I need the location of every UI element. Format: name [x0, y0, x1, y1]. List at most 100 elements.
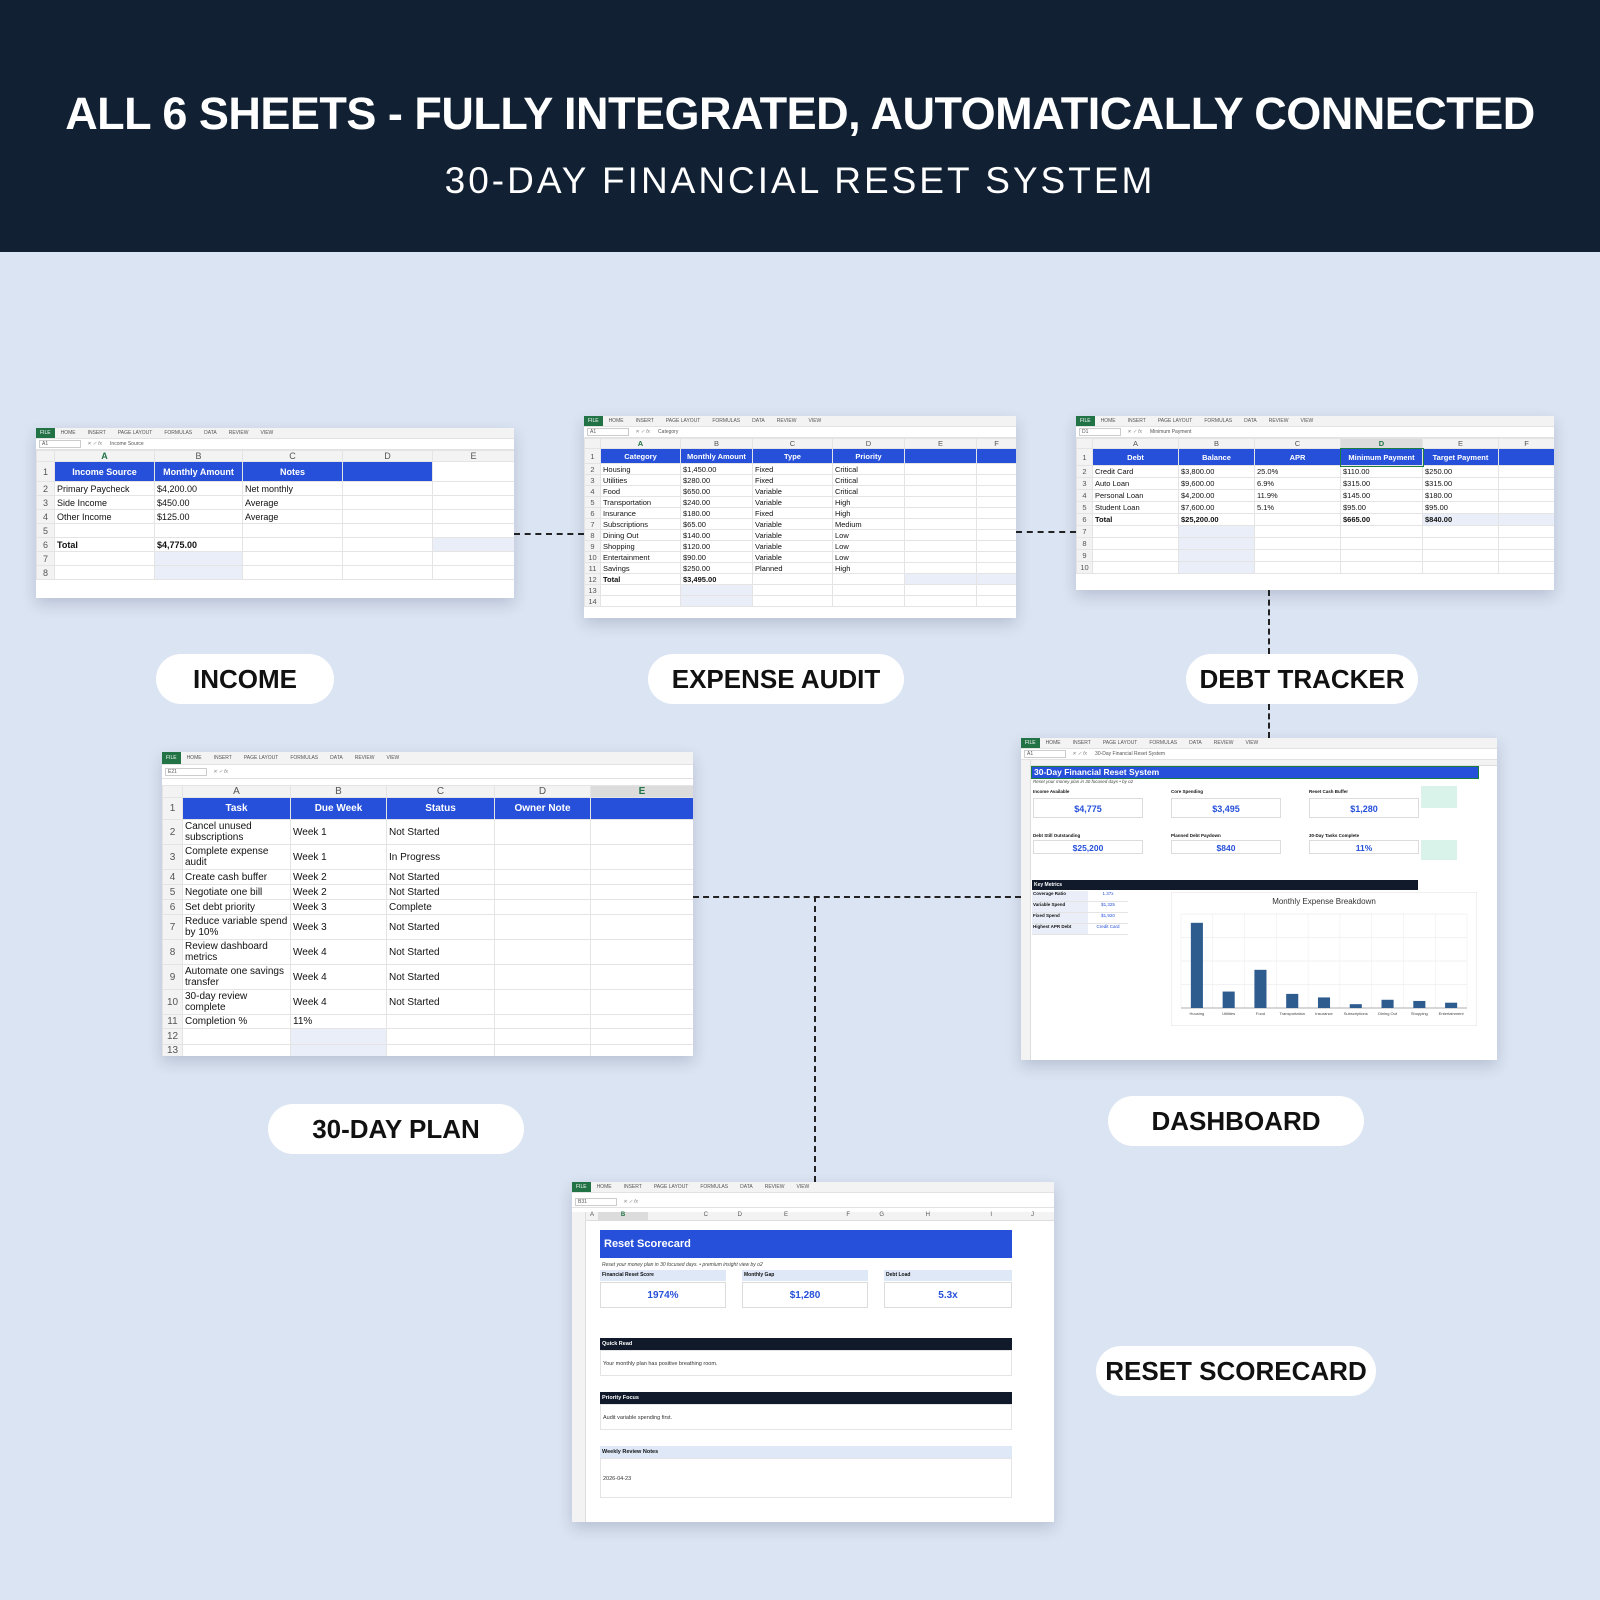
ribbon-tab-insert[interactable]: INSERT: [623, 1184, 642, 1190]
cell[interactable]: Not Started: [386, 884, 495, 900]
cell[interactable]: Fixed: [752, 507, 833, 519]
col-header[interactable]: E: [590, 785, 693, 798]
ribbon-tab-view[interactable]: VIEW: [796, 1184, 810, 1190]
cell[interactable]: Variable: [752, 496, 833, 508]
ribbon-tab-home[interactable]: HOME: [60, 430, 76, 436]
cell[interactable]: Low: [832, 551, 905, 563]
cell[interactable]: $4,200.00: [1178, 489, 1255, 502]
cell[interactable]: Week 3: [290, 899, 387, 915]
cell[interactable]: $1,450.00: [680, 463, 753, 475]
name-box[interactable]: B31: [575, 1198, 617, 1206]
formula-input[interactable]: Minimum Payment: [1150, 429, 1192, 435]
ribbon-tab-file[interactable]: FILE: [1076, 416, 1095, 426]
col-header[interactable]: A: [54, 450, 155, 462]
bar-subscriptions[interactable]: [1349, 1004, 1362, 1008]
cell[interactable]: $120.00: [680, 540, 753, 552]
cell[interactable]: Auto Loan: [1092, 477, 1179, 490]
cell[interactable]: $110.00: [1340, 465, 1423, 478]
header-cell[interactable]: Category: [600, 448, 681, 464]
cell[interactable]: Week 1: [290, 819, 387, 845]
bar-transportation[interactable]: [1286, 993, 1299, 1008]
total-label[interactable]: Total: [1092, 513, 1179, 526]
cell[interactable]: Week 2: [290, 884, 387, 900]
formula-input[interactable]: 30-Day Financial Reset System: [1095, 751, 1166, 757]
ribbon-tab-view[interactable]: VIEW: [1300, 418, 1314, 424]
ribbon-tab-view[interactable]: VIEW: [260, 430, 274, 436]
cell[interactable]: Transportation: [600, 496, 681, 508]
col-header[interactable]: G: [879, 1212, 884, 1218]
name-box[interactable]: A1: [587, 428, 629, 436]
ribbon-tab-insert[interactable]: INSERT: [1072, 740, 1091, 746]
col-header[interactable]: A: [182, 785, 291, 798]
ribbon-tab-formulas[interactable]: FORMULAS: [164, 430, 193, 436]
col-header[interactable]: A: [1092, 438, 1179, 449]
ribbon-tab-formulas[interactable]: FORMULAS: [712, 418, 741, 424]
cell[interactable]: Week 1: [290, 844, 387, 870]
cell[interactable]: Average: [242, 509, 343, 524]
ribbon-tab-insert[interactable]: INSERT: [635, 418, 654, 424]
bar-housing[interactable]: [1190, 922, 1203, 1008]
cell[interactable]: Cancel unused subscriptions: [182, 819, 291, 845]
ribbon-tab-file[interactable]: FILE: [162, 752, 181, 764]
ribbon-tab-review[interactable]: REVIEW: [354, 755, 375, 761]
ribbon-tab-data[interactable]: DATA: [330, 755, 343, 761]
ribbon-tab-page-layout[interactable]: PAGE LAYOUT: [117, 430, 153, 436]
cell[interactable]: Dining Out: [600, 529, 681, 541]
cell[interactable]: Not Started: [386, 989, 495, 1015]
col-header[interactable]: A: [600, 438, 681, 449]
cell[interactable]: Shopping: [600, 540, 681, 552]
formula-input[interactable]: Category: [658, 429, 679, 435]
ribbon-tab-insert[interactable]: INSERT: [213, 755, 232, 761]
cell[interactable]: Variable: [752, 540, 833, 552]
cell[interactable]: $250.00: [1422, 465, 1499, 478]
cell[interactable]: Set debt priority: [182, 899, 291, 915]
name-box[interactable]: A1: [1024, 750, 1066, 758]
cell[interactable]: Housing: [600, 463, 681, 475]
cell[interactable]: 5.1%: [1254, 501, 1341, 514]
ribbon-tab-view[interactable]: VIEW: [1245, 740, 1259, 746]
col-header[interactable]: B: [154, 450, 243, 462]
header-cell[interactable]: APR: [1254, 448, 1341, 466]
cell[interactable]: Low: [832, 529, 905, 541]
header-cell[interactable]: Balance: [1178, 448, 1255, 466]
cell[interactable]: Entertainment: [600, 551, 681, 563]
col-header[interactable]: B: [680, 438, 753, 449]
quick-read-text[interactable]: Your monthly plan has positive breathing…: [600, 1350, 1012, 1376]
cell[interactable]: Fixed: [752, 474, 833, 486]
cell[interactable]: Planned: [752, 562, 833, 574]
col-header[interactable]: D: [342, 450, 433, 462]
cell[interactable]: Critical: [832, 485, 905, 497]
col-header[interactable]: E: [904, 438, 977, 449]
cell[interactable]: Other Income: [54, 509, 155, 524]
header-cell[interactable]: Notes: [242, 461, 343, 482]
ribbon-tab-review[interactable]: REVIEW: [1268, 418, 1289, 424]
col-header[interactable]: F: [846, 1212, 850, 1218]
cell[interactable]: Primary Paycheck: [54, 481, 155, 496]
col-header[interactable]: E: [1422, 438, 1499, 449]
cell[interactable]: Variable: [752, 529, 833, 541]
cell[interactable]: Utilities: [600, 474, 681, 486]
cell[interactable]: $140.00: [680, 529, 753, 541]
name-box[interactable]: A1: [39, 440, 81, 448]
bar-dining-out[interactable]: [1381, 999, 1394, 1008]
ribbon-tab-data[interactable]: DATA: [752, 418, 765, 424]
cell[interactable]: Subscriptions: [600, 518, 681, 530]
cell[interactable]: Not Started: [386, 939, 495, 965]
col-header[interactable]: E: [783, 1212, 788, 1218]
col-header[interactable]: B: [290, 785, 387, 798]
cell[interactable]: Critical: [832, 474, 905, 486]
ribbon-tab-formulas[interactable]: FORMULAS: [290, 755, 319, 761]
cell[interactable]: Week 4: [290, 939, 387, 965]
header-cell[interactable]: Type: [752, 448, 833, 464]
ribbon-tab-data[interactable]: DATA: [204, 430, 217, 436]
cell[interactable]: Automate one savings transfer: [182, 964, 291, 990]
col-header[interactable]: F: [1498, 438, 1554, 449]
col-header[interactable]: D: [1340, 438, 1423, 449]
cell[interactable]: Create cash buffer: [182, 869, 291, 885]
ribbon-tab-formulas[interactable]: FORMULAS: [700, 1184, 729, 1190]
col-header[interactable]: I: [990, 1212, 992, 1218]
cell[interactable]: Net monthly: [242, 481, 343, 496]
cell[interactable]: $95.00: [1340, 501, 1423, 514]
cell[interactable]: Variable: [752, 518, 833, 530]
header-cell[interactable]: Income Source: [54, 461, 155, 482]
